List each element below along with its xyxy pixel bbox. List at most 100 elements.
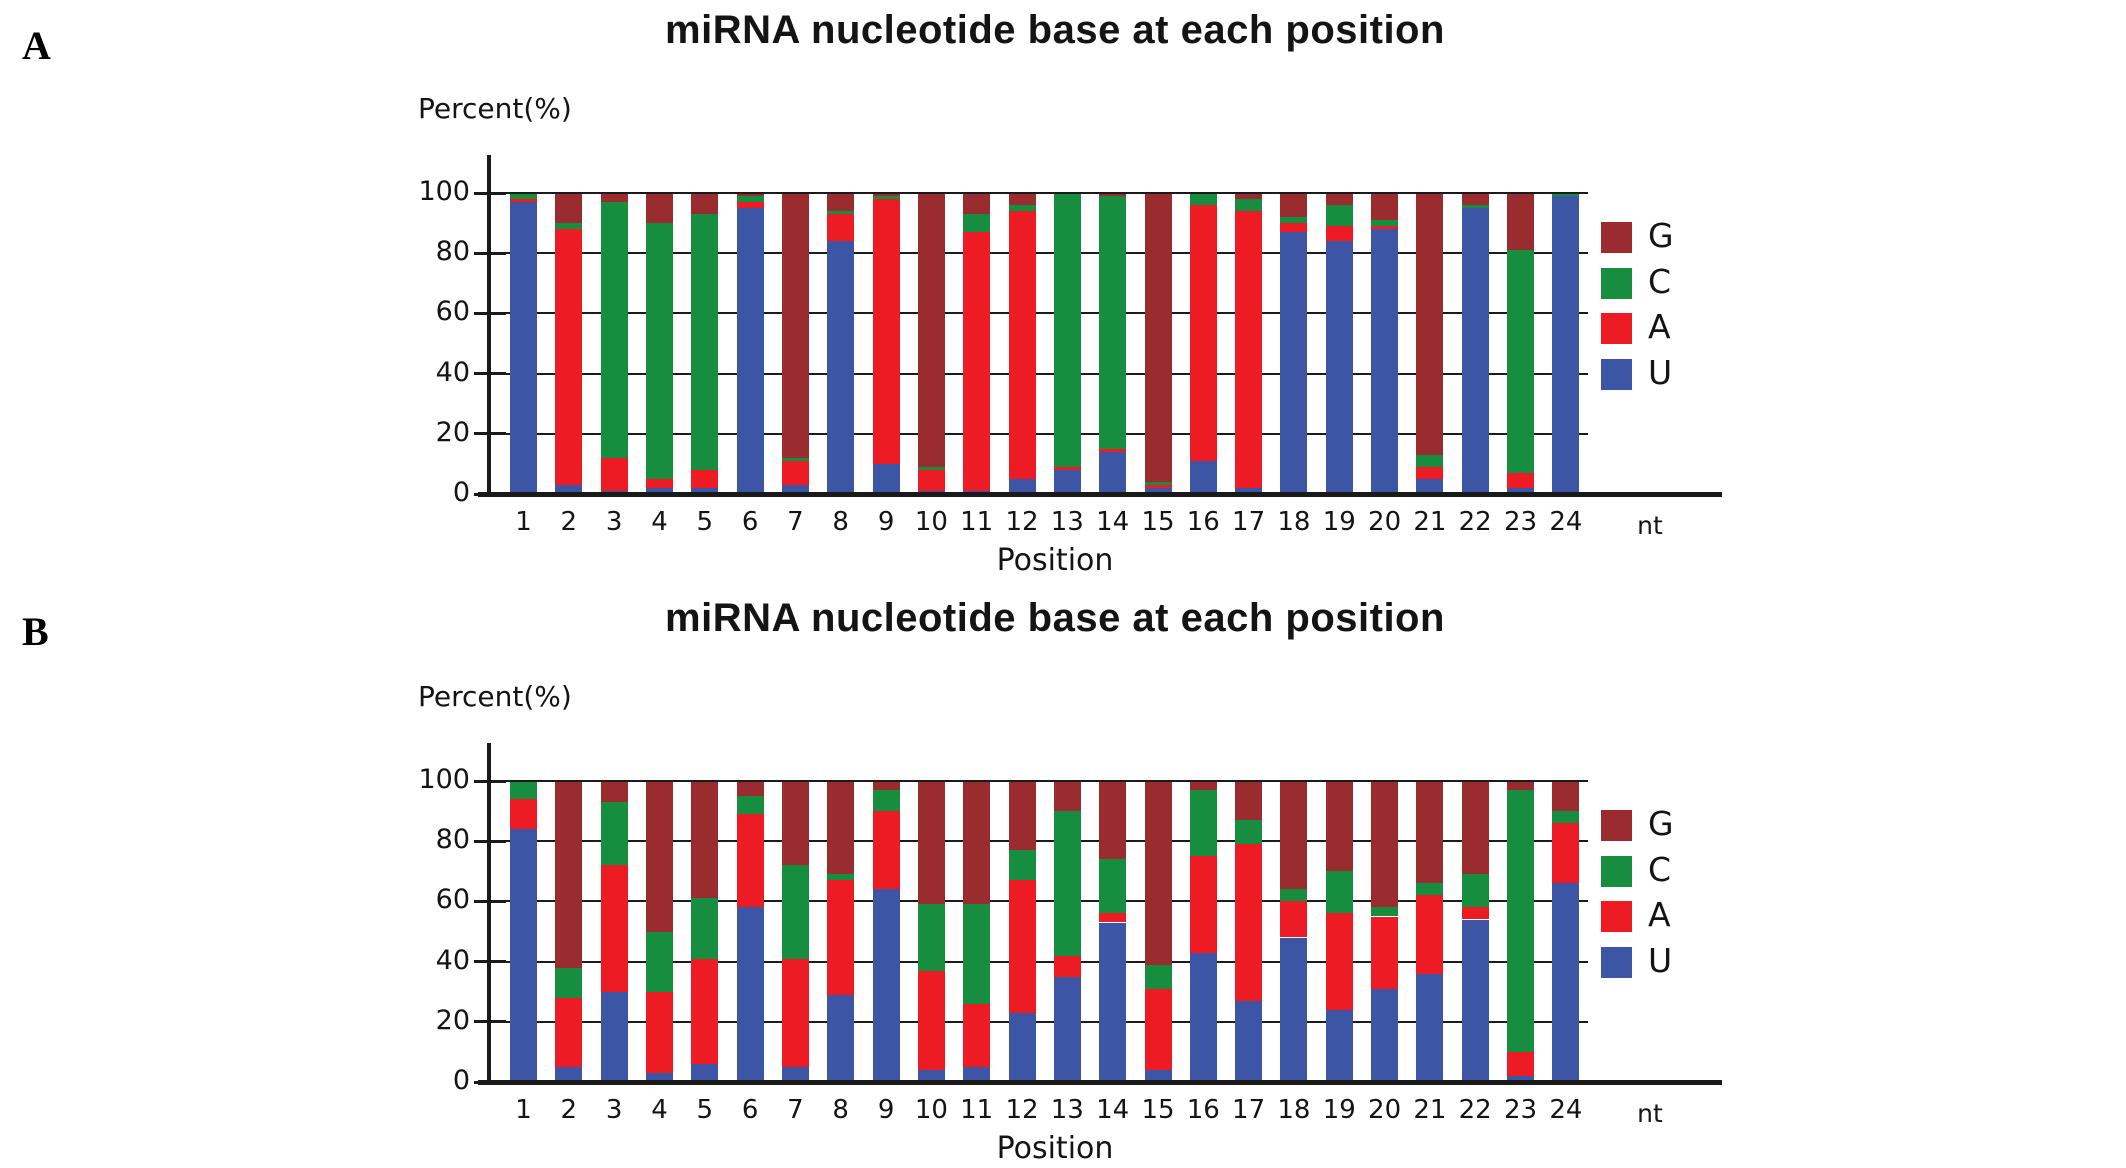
- panel-b-bar-1-segment-C: [510, 781, 537, 800]
- panel-a-x-tick-label-23: 23: [1503, 507, 1538, 537]
- panel-a-bar-11-segment-A: [963, 232, 991, 491]
- panel-b-bar-14-segment-A: [1099, 913, 1127, 923]
- panel-a-bar-13-segment-U: [1053, 469, 1081, 494]
- panel-a-gridline-80: [490, 252, 1588, 255]
- panel-a-bar-1-segment-U: [510, 202, 537, 494]
- panel-b-bar-11-segment-C: [963, 904, 991, 1004]
- panel-a-bar-2-segment-G: [555, 193, 583, 224]
- panel-a-legend-label-U: U: [1648, 352, 1673, 392]
- panel-b-bar-23-segment-G: [1507, 781, 1534, 790]
- panel-a-bar-13-segment-C: [1053, 193, 1081, 467]
- panel-b-bar-6-segment-U: [736, 907, 764, 1082]
- panel-a-bar-2-segment-C: [555, 223, 583, 230]
- panel-b-x-tick-label-22: 22: [1458, 1095, 1492, 1125]
- panel-a-y-tick-label-40: 40: [435, 356, 470, 388]
- panel-a-bar-16-segment-A: [1189, 205, 1217, 461]
- panel-b-y-axis-label: Percent(%): [418, 680, 572, 713]
- panel-b-bar-2-segment-G: [555, 781, 583, 968]
- panel-b-bar-1-segment-A: [510, 799, 537, 830]
- panel-b-bar-5-segment-G: [691, 781, 719, 899]
- panel-a-bar-9-segment-U: [872, 463, 900, 494]
- panel-a-bar-6-segment-C: [736, 196, 764, 202]
- panel-b-bar-24-segment-U: [1552, 883, 1580, 1082]
- panel-b-x-tick-label-4: 4: [651, 1095, 668, 1125]
- panel-b-legend-swatch-A: [1601, 901, 1632, 933]
- panel-a-x-tick-label-18: 18: [1277, 507, 1311, 537]
- panel-a-bar-23-segment-U: [1507, 488, 1534, 494]
- panel-a-legend-swatch-U: [1601, 358, 1632, 390]
- panel-a-bar-23-segment-C: [1507, 250, 1534, 473]
- panel-a-bar-5-segment-G: [691, 193, 719, 215]
- panel-a-x-tick-label-9: 9: [877, 507, 895, 537]
- panel-a-x-axis-line: [478, 492, 1722, 497]
- panel-b-bar-7-segment-C: [781, 865, 809, 959]
- panel-a-bar-19-segment-U: [1325, 241, 1353, 494]
- panel-b-bar-13-segment-G: [1053, 781, 1081, 812]
- panel-a-x-tick-label-1: 1: [515, 507, 532, 537]
- panel-b-y-tick-label-80: 80: [435, 824, 470, 856]
- panel-b-bar-4-segment-A: [646, 991, 673, 1073]
- panel-b-bar-19-segment-C: [1325, 871, 1353, 914]
- panel-b-bar-18-segment-C: [1280, 889, 1308, 902]
- panel-b-x-tick-label-10: 10: [914, 1095, 948, 1125]
- panel-a-legend-swatch-C: [1601, 267, 1632, 299]
- panel-b-bar-19-segment-G: [1325, 781, 1353, 872]
- panel-a-x-tick-label-5: 5: [696, 507, 714, 537]
- panel-b-bar-3-segment-U: [600, 991, 628, 1082]
- panel-a-bar-6-segment-G: [736, 193, 764, 196]
- panel-a-bar-8-segment-C: [827, 211, 855, 215]
- panel-a-bar-3-segment-C: [600, 202, 628, 458]
- panel-b-bar-14-segment-C: [1099, 859, 1127, 914]
- panel-b-bar-12-segment-U: [1008, 1012, 1036, 1082]
- panel-b-bar-9-segment-G: [872, 781, 900, 790]
- panel-a-bar-8-segment-U: [827, 241, 855, 494]
- panel-a-bar-1-segment-A: [510, 199, 537, 202]
- panel-b-y-tick-40: [474, 960, 506, 964]
- panel-b-bar-11-segment-G: [963, 781, 991, 905]
- panel-b-bar-6-segment-G: [736, 781, 764, 796]
- panel-b-bar-22-segment-G: [1461, 781, 1489, 875]
- panel-a-bar-12-segment-C: [1008, 205, 1036, 211]
- panel-b-bar-10-segment-U: [917, 1070, 945, 1082]
- panel-a-bar-12-segment-U: [1008, 478, 1036, 494]
- panel-b-bar-20-segment-G: [1371, 781, 1399, 908]
- panel-a-x-tick-label-10: 10: [914, 507, 948, 537]
- panel-b-bar-7-segment-U: [781, 1067, 809, 1082]
- panel-b-bar-22-segment-U: [1461, 919, 1489, 1082]
- panel-a-bar-21-segment-U: [1416, 478, 1444, 494]
- panel-b-bar-15-segment-C: [1144, 964, 1172, 989]
- panel-b-bar-3-segment-C: [600, 802, 628, 866]
- panel-b-bar-11-segment-U: [963, 1067, 991, 1082]
- panel-b-bar-23-segment-U: [1507, 1076, 1534, 1082]
- panel-a-bar-24-segment-U: [1552, 196, 1580, 494]
- panel-b-y-tick-label-0: 0: [452, 1065, 470, 1096]
- panel-b-bar-9-segment-C: [872, 790, 900, 812]
- panel-b-legend-label-U: U: [1648, 940, 1673, 980]
- panel-a-bar-9-segment-C: [872, 196, 900, 199]
- panel-a-legend-label-G: G: [1648, 216, 1674, 255]
- panel-b-x-tick-label-6: 6: [741, 1095, 759, 1125]
- panel-b-bar-18-segment-U: [1280, 937, 1308, 1082]
- panel-a-bar-15-segment-C: [1144, 482, 1172, 485]
- panel-a-bar-4-segment-G: [646, 193, 673, 224]
- panel-b-bar-16-segment-C: [1189, 790, 1217, 857]
- panel-a-bar-21-segment-G: [1416, 193, 1444, 455]
- panel-b-bar-12-segment-A: [1008, 880, 1036, 1013]
- panel-b-x-tick-label-8: 8: [832, 1095, 849, 1125]
- panel-a-bar-18-segment-A: [1280, 223, 1308, 233]
- panel-b-x-tick-label-23: 23: [1503, 1095, 1538, 1125]
- panel-b-bar-9-segment-A: [872, 811, 900, 890]
- panel-b-bar-17-segment-A: [1235, 844, 1263, 1001]
- panel-b-bar-5-segment-A: [691, 958, 719, 1064]
- panel-b-bar-16-segment-U: [1189, 952, 1217, 1082]
- panel-b-bar-14-segment-G: [1099, 781, 1127, 860]
- panel-b-legend-label-G: G: [1648, 804, 1674, 843]
- panel-a-bar-12-segment-A: [1008, 211, 1036, 479]
- panel-b-x-tick-label-7: 7: [787, 1095, 804, 1125]
- panel-a-y-tick-label-20: 20: [435, 416, 470, 448]
- panel-b-bar-18-segment-A: [1280, 901, 1308, 938]
- panel-a-bar-7-segment-U: [781, 485, 809, 494]
- panel-a-bar-18-segment-G: [1280, 193, 1308, 218]
- panel-b-bar-7-segment-A: [781, 958, 809, 1067]
- panel-a-bar-15-segment-G: [1144, 193, 1172, 482]
